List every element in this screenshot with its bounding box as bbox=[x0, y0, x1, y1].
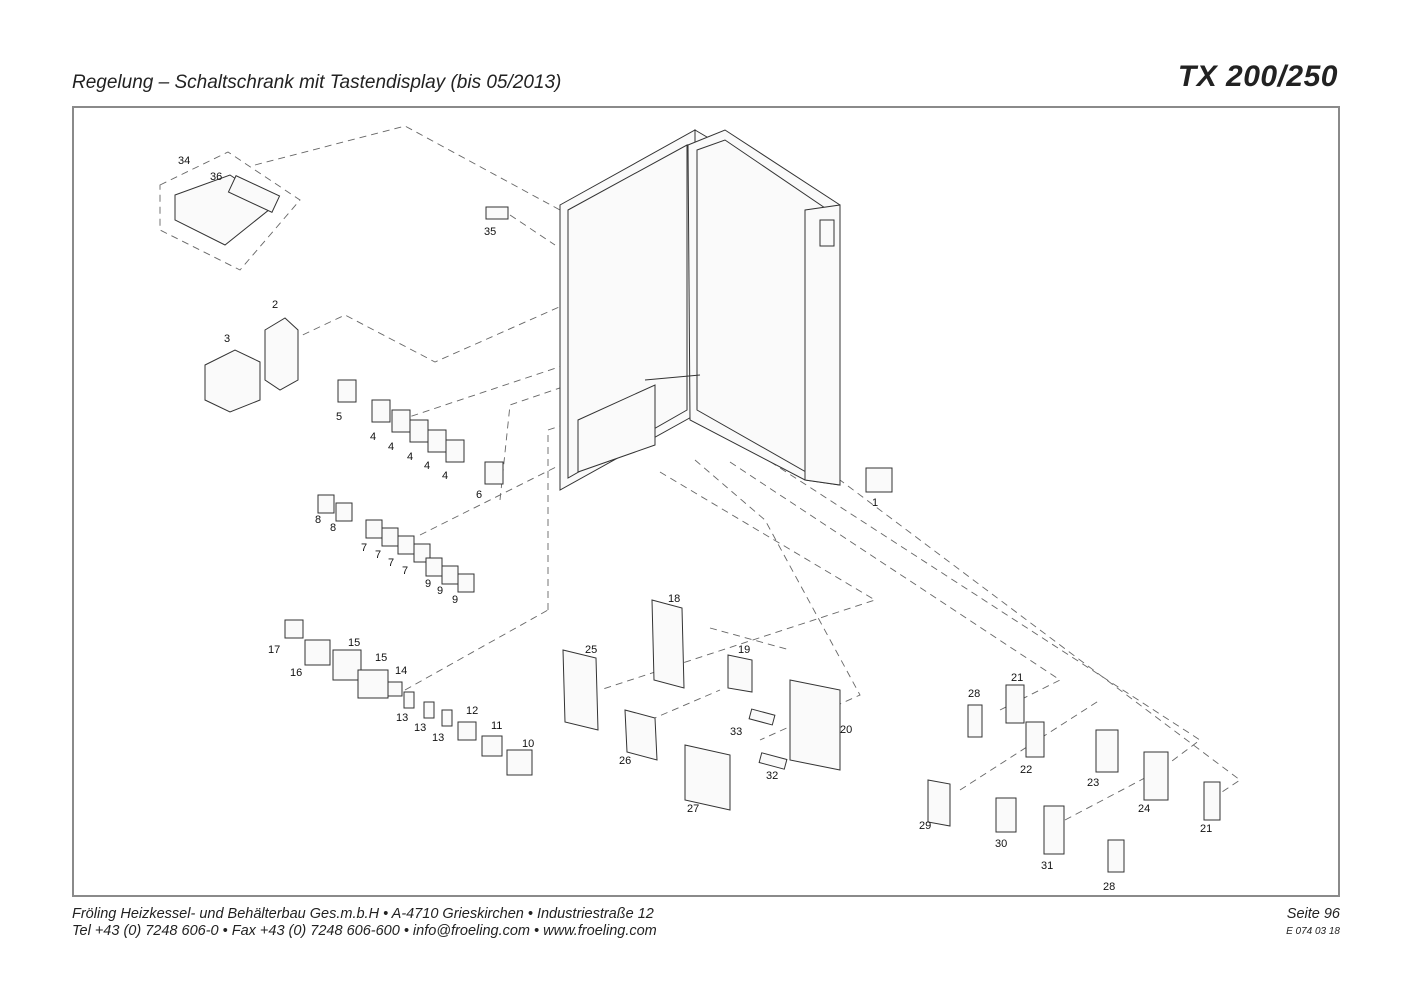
callout-9a: 9 bbox=[425, 578, 431, 590]
callout-10: 10 bbox=[522, 738, 534, 750]
callout-36: 36 bbox=[210, 171, 222, 183]
callout-14: 14 bbox=[395, 665, 407, 677]
callout-24: 24 bbox=[1138, 803, 1150, 815]
callout-5: 5 bbox=[336, 411, 342, 423]
callout-4e: 4 bbox=[442, 470, 448, 482]
callout-33: 33 bbox=[730, 726, 742, 738]
callout-20: 20 bbox=[840, 724, 852, 736]
callout-35: 35 bbox=[484, 226, 496, 238]
callout-12: 12 bbox=[466, 705, 478, 717]
callout-8a: 8 bbox=[315, 514, 321, 526]
callout-13b: 13 bbox=[414, 722, 426, 734]
footer-contact: Tel +43 (0) 7248 606-0 • Fax +43 (0) 724… bbox=[72, 923, 657, 939]
callout-13a: 13 bbox=[396, 712, 408, 724]
page-title: Regelung – Schaltschrank mit Tastendispl… bbox=[72, 72, 562, 93]
callout-22: 22 bbox=[1020, 764, 1032, 776]
callout-29: 29 bbox=[919, 820, 931, 832]
diagram-frame bbox=[72, 106, 1340, 897]
callout-6: 6 bbox=[476, 489, 482, 501]
callout-7b: 7 bbox=[375, 549, 381, 561]
callout-18: 18 bbox=[668, 593, 680, 605]
callout-7c: 7 bbox=[388, 557, 394, 569]
callout-21a: 21 bbox=[1011, 672, 1023, 684]
callout-27: 27 bbox=[687, 803, 699, 815]
control-cabinet bbox=[559, 129, 841, 491]
callout-17: 17 bbox=[268, 644, 280, 656]
callout-31: 31 bbox=[1041, 860, 1053, 872]
page-number: Seite 96 bbox=[1286, 906, 1340, 922]
callout-4d: 4 bbox=[424, 460, 430, 472]
callout-23: 23 bbox=[1087, 777, 1099, 789]
components bbox=[159, 151, 1221, 873]
callout-25: 25 bbox=[585, 644, 597, 656]
callout-7a: 7 bbox=[361, 542, 367, 554]
callout-32: 32 bbox=[766, 770, 778, 782]
callout-3: 3 bbox=[224, 333, 230, 345]
callout-2: 2 bbox=[272, 299, 278, 311]
callout-11: 11 bbox=[491, 720, 502, 732]
callout-19: 19 bbox=[738, 644, 750, 656]
document-code: E 074 03 18 bbox=[1286, 926, 1340, 937]
callout-7d: 7 bbox=[402, 565, 408, 577]
callout-28b: 28 bbox=[1103, 881, 1115, 893]
callout-1: 1 bbox=[872, 497, 878, 509]
callout-21b: 21 bbox=[1200, 823, 1212, 835]
footer-company: Fröling Heizkessel- und Behälterbau Ges.… bbox=[72, 906, 654, 922]
callout-16: 16 bbox=[290, 667, 302, 679]
callout-28a: 28 bbox=[968, 688, 980, 700]
callout-4a: 4 bbox=[370, 431, 376, 443]
model-title: TX 200/250 bbox=[1177, 60, 1338, 93]
callout-30: 30 bbox=[995, 838, 1007, 850]
callout-13c: 13 bbox=[432, 732, 444, 744]
callout-8b: 8 bbox=[330, 522, 336, 534]
callout-4b: 4 bbox=[388, 441, 394, 453]
callout-26: 26 bbox=[619, 755, 631, 767]
callout-labels: 1 2 3 4 4 4 4 4 5 6 7 7 7 7 8 8 9 9 9 10… bbox=[178, 155, 1212, 893]
callout-9c: 9 bbox=[452, 594, 458, 606]
callout-15a: 15 bbox=[348, 637, 360, 649]
callout-4c: 4 bbox=[407, 451, 413, 463]
callout-15b: 15 bbox=[375, 652, 387, 664]
callout-34: 34 bbox=[178, 155, 190, 167]
callout-9b: 9 bbox=[437, 585, 443, 597]
